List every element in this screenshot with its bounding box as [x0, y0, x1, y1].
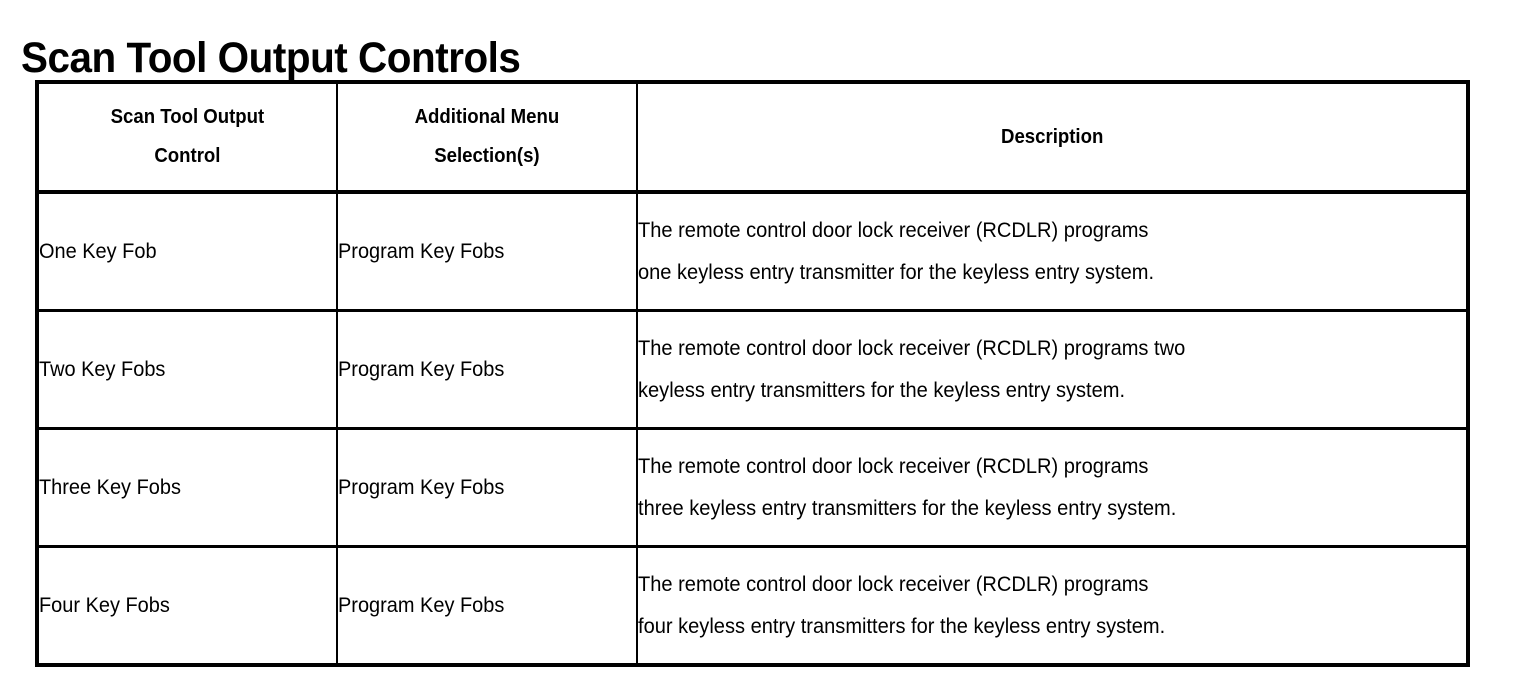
description-line: one keyless entry transmitter for the ke… — [637, 260, 1154, 284]
column-header-line: Control — [154, 145, 221, 167]
description-line: three keyless entry transmitters for the… — [637, 496, 1176, 520]
cell-description: The remote control door lock receiver (R… — [635, 309, 1470, 429]
cell-text: Four Key Fobs — [39, 593, 170, 617]
description-line: The remote control door lock receiver (R… — [637, 572, 1149, 596]
description-line: four keyless entry transmitters for the … — [637, 614, 1165, 638]
cell-text: Three Key Fobs — [39, 475, 181, 499]
table-header-row: Scan Tool Output Control Additional Menu… — [36, 82, 1470, 194]
description-line: The remote control door lock receiver (R… — [637, 336, 1185, 360]
cell-additional-menu-selection: Program Key Fobs — [335, 309, 638, 429]
column-header-line: Scan Tool Output — [110, 106, 265, 128]
cell-scan-tool-output-control: One Key Fob — [36, 192, 338, 311]
cell-scan-tool-output-control: Four Key Fobs — [36, 545, 338, 665]
table-row: Three Key Fobs Program Key Fobs The remo… — [36, 427, 1470, 547]
cell-text: Two Key Fobs — [39, 357, 166, 381]
cell-description: The remote control door lock receiver (R… — [635, 192, 1470, 311]
page-title: Scan Tool Output Controls — [21, 33, 521, 82]
table-row: Four Key Fobs Program Key Fobs The remot… — [36, 545, 1470, 665]
cell-additional-menu-selection: Program Key Fobs — [335, 427, 638, 547]
cell-text: Program Key Fobs — [337, 357, 505, 381]
cell-text: One Key Fob — [39, 239, 157, 263]
column-header-description: Description — [635, 82, 1470, 194]
cell-scan-tool-output-control: Two Key Fobs — [36, 309, 338, 429]
column-header-additional-menu-selections: Additional Menu Selection(s) — [335, 82, 638, 194]
cell-description: The remote control door lock receiver (R… — [635, 545, 1470, 665]
cell-description: The remote control door lock receiver (R… — [635, 427, 1470, 547]
cell-text: Program Key Fobs — [337, 475, 505, 499]
table-row: One Key Fob Program Key Fobs The remote … — [36, 192, 1470, 311]
column-header-line: Additional Menu — [414, 106, 560, 128]
description-line: The remote control door lock receiver (R… — [637, 218, 1149, 242]
column-header-line: Description — [1000, 125, 1103, 148]
column-header-line: Selection(s) — [434, 145, 540, 167]
column-header-scan-tool-output-control: Scan Tool Output Control — [36, 82, 338, 194]
cell-additional-menu-selection: Program Key Fobs — [335, 192, 638, 311]
description-line: The remote control door lock receiver (R… — [637, 454, 1149, 478]
cell-text: Program Key Fobs — [337, 593, 505, 617]
cell-text: Program Key Fobs — [337, 239, 505, 263]
cell-scan-tool-output-control: Three Key Fobs — [36, 427, 338, 547]
table-row: Two Key Fobs Program Key Fobs The remote… — [36, 309, 1470, 429]
description-line: keyless entry transmitters for the keyle… — [637, 378, 1125, 402]
cell-additional-menu-selection: Program Key Fobs — [335, 545, 638, 665]
scan-tool-output-controls-table: Scan Tool Output Control Additional Menu… — [35, 80, 1470, 667]
scan-tool-output-controls-table-container: Scan Tool Output Control Additional Menu… — [35, 80, 1470, 667]
